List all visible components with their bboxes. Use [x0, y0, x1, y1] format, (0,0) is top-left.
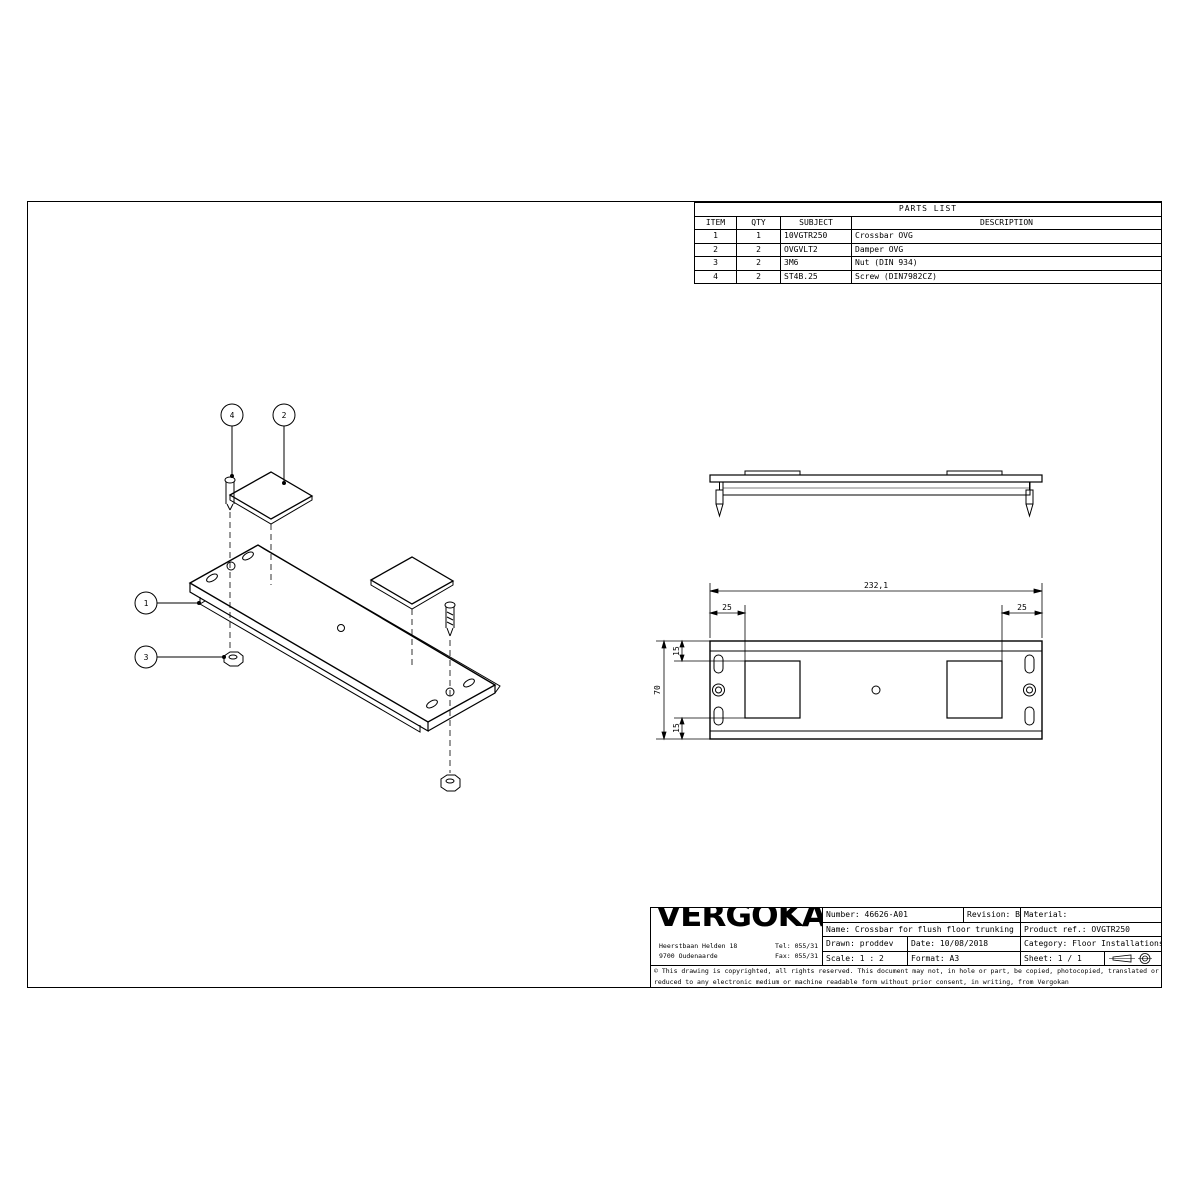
dim-left-offset: 25 — [722, 603, 732, 612]
material: Material: — [1021, 908, 1161, 923]
product-ref: Product ref.: OVGTR250 — [1021, 923, 1161, 937]
cell-description: Screw (DIN7982CZ) — [851, 269, 1162, 284]
table-row: 3 2 3M6 Nut (DIN 934) — [694, 256, 1162, 271]
date: Date: 10/08/2018 — [908, 937, 1021, 952]
slot-left-1 — [206, 573, 218, 583]
balloon-3 — [134, 645, 226, 669]
screw-upper — [224, 476, 236, 511]
address-line1: Heerstbaan Helden 18 — [659, 942, 738, 950]
side-view — [709, 470, 1043, 518]
slot-right-1 — [426, 699, 438, 709]
drawing-frame — [27, 201, 1162, 988]
copyright-notice: © This drawing is copyrighted, all right… — [654, 967, 1159, 986]
format: Format: A3 — [908, 952, 1021, 966]
top-view — [709, 640, 1043, 740]
dim-overall-length: 232,1 — [864, 581, 888, 590]
company-logo: VERGOKAN — [656, 908, 822, 934]
cell-description: Damper OVG — [851, 242, 1162, 257]
sheet: Sheet: 1 / 1 — [1021, 952, 1105, 966]
hole-left — [226, 561, 236, 571]
cell-item: 3 — [694, 256, 737, 271]
balloon-label-1: 1 — [144, 599, 149, 608]
screw-right — [444, 601, 456, 637]
balloon-label-2: 2 — [282, 411, 287, 420]
cell-item: 4 — [694, 269, 737, 284]
logo-cell: VERGOKAN Heerstbaan Helden 18 9700 Ouden… — [651, 908, 823, 966]
crossbar-front-edge — [189, 583, 429, 733]
balloon-1 — [134, 591, 201, 615]
drawn-by: Drawn: proddev — [823, 937, 908, 952]
balloon-label-4: 4 — [230, 411, 235, 420]
title-block: VERGOKAN Heerstbaan Helden 18 9700 Ouden… — [650, 907, 1162, 988]
balloon-4 — [220, 403, 244, 478]
nut-right — [440, 774, 461, 792]
category: Category: Floor Installations — [1021, 937, 1161, 952]
balloon-label-3: 3 — [144, 653, 149, 662]
dimension-lines — [656, 583, 1044, 741]
cell-subject: OVGVLT2 — [780, 242, 852, 257]
table-row: 2 2 OVGVLT2 Damper OVG — [694, 242, 1162, 257]
table-row: 4 2 ST4B.25 Screw (DIN7982CZ) — [694, 269, 1162, 284]
slot-right-2 — [463, 678, 475, 688]
isometric-exploded-view — [134, 403, 501, 792]
damper-upper — [228, 471, 314, 520]
dim-top-offset: 15 — [672, 646, 681, 656]
hole-center — [337, 624, 345, 632]
dim-height: 70 — [653, 685, 662, 695]
drawing-number: Number: 46626-A01 — [823, 908, 964, 923]
assembly-axis-lines — [229, 512, 451, 773]
telephone: Tel: 055/31 63 35 — [775, 942, 822, 950]
drawing-name: Name: Crossbar for flush floor trunking — [823, 923, 1021, 937]
slot-left-2 — [242, 551, 254, 561]
scale: Scale: 1 : 2 — [823, 952, 908, 966]
dim-bottom-offset: 15 — [672, 723, 681, 733]
projection-symbol-cell — [1105, 952, 1161, 966]
nut-left — [223, 651, 244, 667]
revision: Revision: B — [964, 908, 1021, 923]
fax: Fax: 055/31 43 88 — [775, 952, 822, 960]
address-line2: 9700 Oudenaarde — [659, 952, 718, 960]
cell-item: 2 — [694, 242, 737, 257]
cell-description: Nut (DIN 934) — [851, 256, 1162, 271]
cell-qty: 2 — [736, 256, 781, 271]
crossbar-lower-flange — [199, 597, 421, 733]
dim-right-offset: 25 — [1017, 603, 1027, 612]
projection-icon — [1109, 953, 1152, 964]
cell-qty: 2 — [736, 242, 781, 257]
damper-right — [369, 556, 455, 605]
balloon-2 — [272, 403, 296, 485]
parts-list-table: PARTS LIST ITEM QTY SUBJECT DESCRIPTION … — [694, 202, 1162, 284]
